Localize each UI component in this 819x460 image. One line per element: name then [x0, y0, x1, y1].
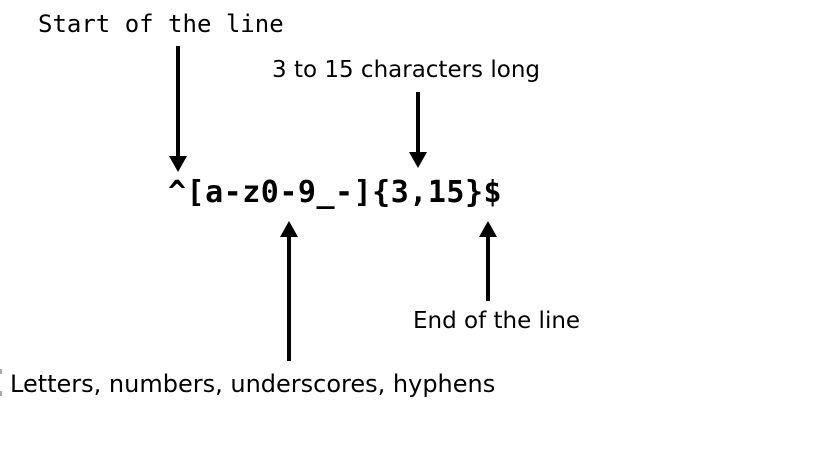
arrowhead-up: [280, 221, 298, 237]
crop-mark: [0, 369, 2, 374]
label-start-of-line: Start of the line: [38, 10, 284, 38]
regex-pattern-text: ^[a-z0-9_-]{3,15}$: [168, 175, 503, 210]
arrowhead-up: [479, 221, 497, 237]
arrow-shaft: [176, 46, 180, 156]
label-character-class: Letters, numbers, underscores, hyphens: [10, 370, 496, 398]
label-end-of-line: End of the line: [413, 308, 581, 334]
up-arrow-charclass-icon: [279, 221, 299, 361]
arrow-shaft: [416, 92, 420, 152]
left-edge-crop-artifact: [0, 369, 2, 399]
crop-mark: [0, 391, 2, 396]
label-length-constraint: 3 to 15 characters long: [272, 57, 540, 83]
arrow-shaft: [486, 237, 490, 301]
up-arrow-end-icon: [478, 221, 498, 301]
arrowhead-down: [409, 152, 427, 168]
down-arrow-start-icon: [168, 46, 188, 172]
arrow-shaft: [287, 237, 291, 361]
arrowhead-down: [169, 156, 187, 172]
down-arrow-length-icon: [408, 92, 428, 168]
